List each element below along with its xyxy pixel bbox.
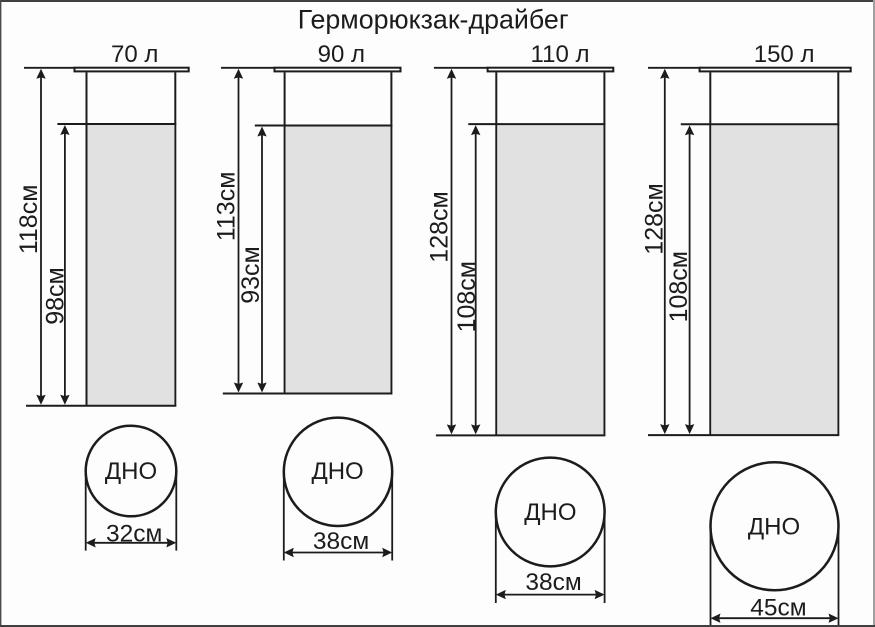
- svg-text:38см: 38см: [313, 528, 369, 555]
- svg-text:128см: 128см: [640, 183, 668, 254]
- svg-text:118см: 118см: [15, 185, 43, 255]
- svg-text:32см: 32см: [106, 521, 162, 548]
- svg-text:ДНО: ДНО: [311, 458, 363, 485]
- svg-text:70 л: 70 л: [111, 41, 158, 68]
- svg-text:ДНО: ДНО: [524, 499, 576, 526]
- svg-text:108см: 108см: [665, 251, 693, 322]
- svg-text:110 л: 110 л: [531, 41, 590, 68]
- svg-text:93см: 93см: [237, 246, 265, 304]
- svg-text:ДНО: ДНО: [748, 514, 800, 541]
- svg-text:108см: 108см: [453, 261, 481, 332]
- svg-text:ДНО: ДНО: [105, 458, 157, 485]
- svg-text:Герморюкзак-драйбег: Герморюкзак-драйбег: [298, 4, 569, 34]
- svg-text:90 л: 90 л: [318, 41, 365, 68]
- svg-text:45см: 45см: [750, 594, 806, 621]
- svg-text:128см: 128см: [426, 191, 454, 262]
- svg-text:38см: 38см: [525, 569, 581, 596]
- svg-text:150 л: 150 л: [754, 41, 815, 68]
- svg-text:98см: 98см: [41, 267, 69, 325]
- svg-text:113см: 113см: [213, 172, 241, 242]
